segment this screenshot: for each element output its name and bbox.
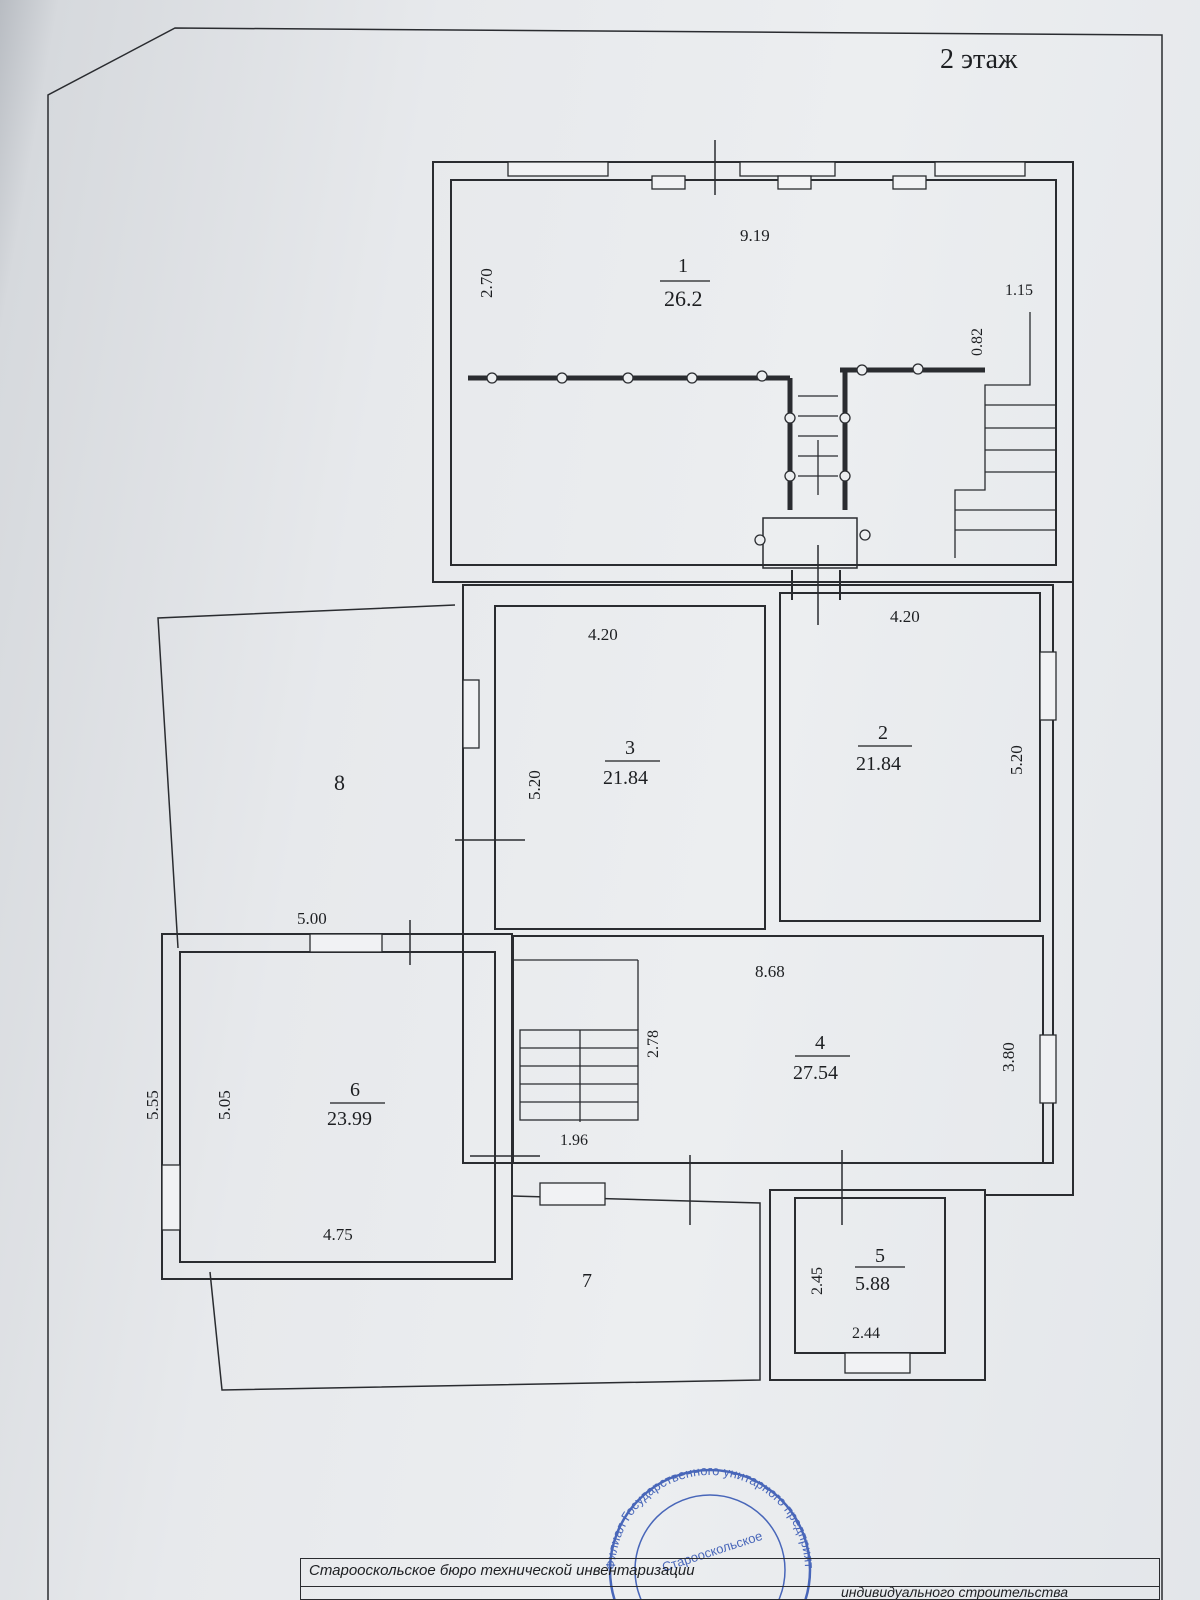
stamp-ring-text: Филиал Государственного унитарного предп… [0, 0, 817, 1570]
area-7-outline [209, 1195, 761, 1391]
dim-room6-top: 5.00 [297, 909, 327, 928]
stairs-right [954, 312, 1056, 558]
room-1-area: 26.2 [664, 286, 703, 311]
room1-partition [468, 363, 985, 569]
dim-room3-height: 5.20 [525, 770, 544, 800]
room-4-area: 27.54 [793, 1062, 838, 1084]
dim-room4-width: 8.68 [755, 962, 785, 981]
wall-right-outer [985, 582, 1074, 1196]
dim-room2-width: 4.20 [890, 607, 920, 626]
room-3-area: 21.84 [603, 767, 648, 789]
dim-room4-height: 3.80 [999, 1042, 1018, 1072]
dim-room1-height: 2.70 [477, 268, 496, 298]
room-3-number: 3 [625, 737, 635, 759]
area-8-outline [157, 604, 456, 949]
dim-room6-inner-height: 5.05 [215, 1090, 234, 1120]
dim-room3-width: 4.20 [588, 625, 618, 644]
room-5-area: 5.88 [855, 1273, 890, 1295]
dim-room5-height: 2.45 [809, 1267, 826, 1295]
dim-room5-width: 2.44 [852, 1325, 880, 1342]
windows-top [161, 161, 1057, 1374]
room-4-number: 4 [815, 1032, 825, 1054]
dim-room1-width: 9.19 [740, 226, 770, 245]
wall-room1-inner [450, 179, 1057, 566]
room-5-number: 5 [875, 1245, 885, 1267]
wall-room2 [779, 592, 1041, 922]
office-stamp: Филиал Государственного унитарного предп… [0, 0, 817, 1600]
area-8-number: 8 [334, 770, 345, 795]
dim-room2-height: 5.20 [1007, 745, 1026, 775]
page-frame [47, 27, 1163, 1600]
dim-room6-width: 4.75 [323, 1225, 353, 1244]
title-block: Старооскольское бюро технической инвента… [300, 1558, 1160, 1600]
dim-stair2-width: 1.96 [560, 1132, 588, 1149]
room-1-number: 1 [678, 255, 688, 277]
room-6-number: 6 [350, 1079, 360, 1101]
dim-room6-outer-height: 5.55 [143, 1090, 162, 1120]
room-2-area: 21.84 [856, 753, 901, 775]
wall-room5-outer [769, 1189, 986, 1381]
dim-stair-width: 1.15 [1005, 282, 1033, 299]
room-6-area: 23.99 [327, 1108, 372, 1130]
title-block-second: индивидуального строительства [300, 1586, 1160, 1600]
floor-label: 2 этаж [940, 44, 1018, 75]
room-label-bars [330, 280, 912, 1268]
room-2-number: 2 [878, 722, 888, 744]
door-marks [409, 140, 843, 1225]
dim-stair2-height: 2.78 [645, 1030, 662, 1058]
area-7-number: 7 [582, 1270, 592, 1292]
dim-stair-step: 0.82 [969, 328, 986, 356]
stairs-center [798, 395, 838, 495]
stairs-room4 [513, 959, 639, 1122]
title-block-org: Старооскольское бюро технической инвента… [300, 1558, 1160, 1586]
wall-middle-outer [462, 584, 1054, 1164]
wall-room3 [494, 605, 766, 930]
